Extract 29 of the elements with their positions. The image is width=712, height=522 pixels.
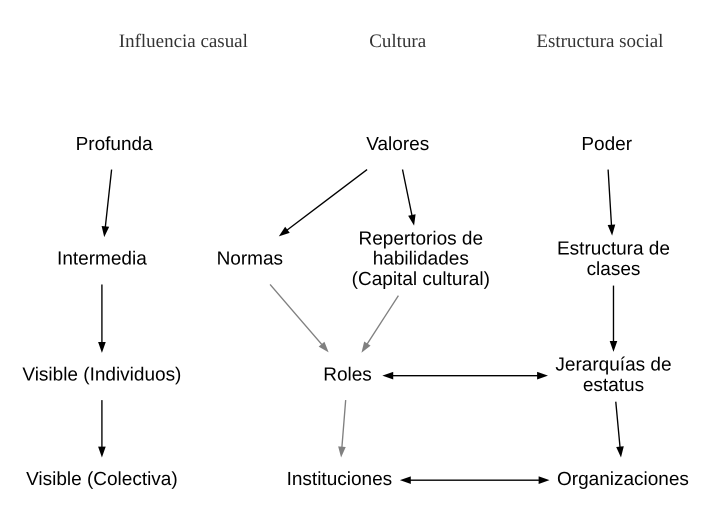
node-text: Instituciones	[286, 469, 392, 490]
label: Influencia casual	[118, 30, 248, 52]
node-text: Intermedia	[57, 248, 147, 270]
node-text: Visible (Colectiva)	[26, 469, 178, 490]
node-text: Visible (Individuos)	[22, 364, 182, 386]
arrow	[361, 295, 399, 353]
node-text: Roles	[323, 364, 372, 386]
label: Estructura social	[536, 30, 664, 52]
arrow	[610, 286, 618, 352]
node-text: Poder	[581, 134, 632, 155]
label: Cultura	[369, 30, 426, 52]
arrow	[402, 169, 416, 226]
node-text: Repertorios de habilidades (Capital cultural)	[352, 228, 490, 290]
arrow	[615, 402, 624, 458]
node-text: Jerarquías de estatus	[555, 354, 672, 396]
node-text: Estructura de clases	[557, 238, 670, 280]
arrow	[98, 400, 106, 458]
arrow	[270, 284, 329, 352]
arrow	[102, 169, 112, 238]
node-text: Profunda	[76, 134, 153, 155]
node-text: Normas	[216, 248, 284, 270]
arrow	[278, 168, 368, 236]
node-text: Valores	[366, 134, 430, 155]
arrow	[400, 476, 550, 484]
node-text: Organizaciones	[557, 469, 689, 490]
arrow	[98, 284, 106, 353]
arrow	[338, 400, 346, 458]
arrow	[607, 169, 616, 236]
arrow	[382, 372, 548, 380]
